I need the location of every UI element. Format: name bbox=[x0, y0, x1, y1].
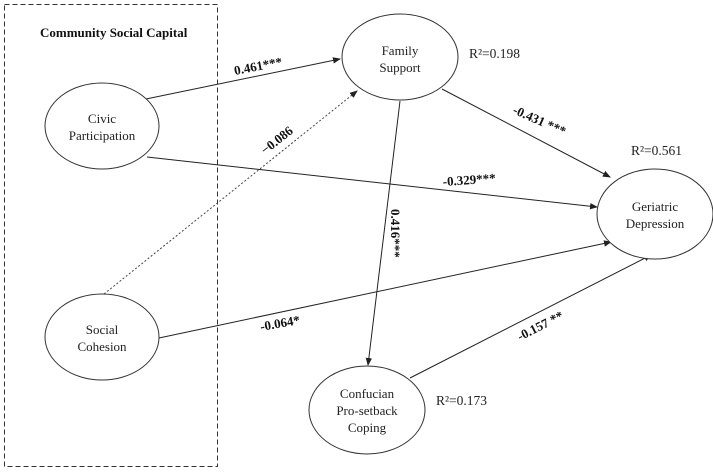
edge-family-confucian bbox=[365, 100, 401, 366]
node-label-line: Coping bbox=[348, 420, 387, 435]
node-label-line: Participation bbox=[69, 128, 136, 143]
node-geriatric-depression: Geriatric Depression bbox=[596, 168, 713, 260]
coef-family-geriatric: -0.431 *** bbox=[511, 102, 569, 139]
node-label-line: Support bbox=[379, 60, 421, 75]
node-confucian-coping: Confucian Pro-setback Coping bbox=[308, 365, 426, 455]
edge-civic-geriatric bbox=[146, 156, 598, 210]
community-social-capital-box bbox=[4, 4, 218, 467]
node-label-line: Family bbox=[382, 43, 419, 58]
edge-family-geriatric bbox=[441, 88, 611, 178]
edge-civic-family bbox=[145, 57, 341, 100]
edge-social-geriatric bbox=[158, 240, 612, 339]
r2-family-support: R²=0.198 bbox=[469, 46, 520, 61]
edge-confucian-geriatric bbox=[409, 254, 652, 379]
edges bbox=[103, 57, 652, 379]
r2-confucian-coping: R²=0.173 bbox=[436, 393, 487, 408]
node-label-line: Geriatric bbox=[632, 199, 678, 214]
node-social-cohesion: Social Cohesion bbox=[44, 293, 160, 381]
coef-confucian-geriatric: -0.157 ** bbox=[515, 308, 566, 344]
node-label-line: Cohesion bbox=[77, 339, 127, 354]
node-label-line: Pro-setback bbox=[336, 403, 398, 418]
group-title: Community Social Capital bbox=[40, 25, 188, 40]
coef-social-family: −0.086 bbox=[258, 123, 297, 158]
coef-civic-family: 0.461*** bbox=[233, 54, 284, 78]
node-family-support: Family Support bbox=[341, 13, 459, 101]
coef-social-geriatric: -0.064* bbox=[259, 312, 301, 334]
node-label-line: Civic bbox=[88, 111, 116, 126]
coef-family-confucian: 0.416*** bbox=[388, 209, 403, 258]
node-civic-participation: Civic Participation bbox=[44, 82, 160, 170]
node-label-line: Depression bbox=[626, 216, 685, 231]
node-label-line: Social bbox=[86, 322, 119, 337]
node-label-line: Confucian bbox=[340, 386, 395, 401]
coef-civic-geriatric: -0.329*** bbox=[442, 170, 496, 189]
r2-geriatric-depression: R²=0.561 bbox=[631, 143, 682, 158]
